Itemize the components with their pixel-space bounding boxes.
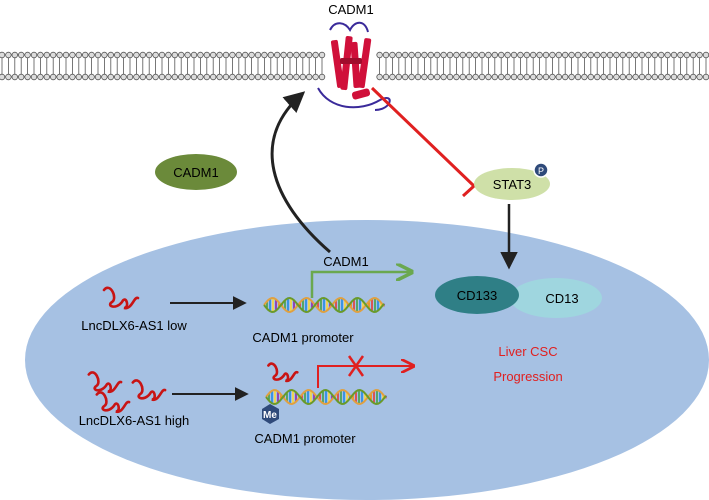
cd13-oval (510, 278, 602, 318)
methyl-label: Me (263, 410, 277, 421)
outcome-line1: Liver CSC (498, 344, 557, 359)
lncrna-low-icon (102, 286, 140, 310)
gene-label: CADM1 (323, 254, 369, 269)
cd13-label: CD13 (545, 291, 578, 306)
dna-promoter-top (263, 297, 385, 313)
inhibition-line (370, 86, 476, 188)
cell-membrane (0, 51, 709, 81)
lncrna-bound-icon (267, 362, 299, 383)
blocked-transcription-arrow (317, 366, 412, 388)
lnc-high-label: LncDLX6-AS1 high (79, 413, 190, 428)
phospho-circle (533, 162, 549, 178)
stat3-oval (474, 168, 550, 200)
outcome-line2: Progression (493, 369, 562, 384)
cadm1-protein-oval (155, 154, 237, 190)
cadm1-receptor (317, 21, 391, 111)
lncrna-high-icon (87, 371, 167, 413)
promoter-bottom-label: CADM1 promoter (254, 431, 356, 446)
cd133-oval (435, 276, 519, 314)
methyl-hexagon (262, 404, 279, 424)
phospho-label: P (538, 166, 544, 176)
transcription-arrow (310, 272, 410, 298)
dna-promoter-bottom (265, 389, 387, 405)
stat3-label: STAT3 (493, 177, 532, 192)
receptor-label: CADM1 (328, 2, 374, 17)
lnc-low-label: LncDLX6-AS1 low (81, 318, 187, 333)
translocation-arrow (270, 91, 331, 254)
cadm1-protein-label: CADM1 (173, 165, 219, 180)
block-cross-icon (347, 355, 365, 377)
cd133-label: CD133 (457, 288, 497, 303)
promoter-top-label: CADM1 promoter (252, 330, 354, 345)
